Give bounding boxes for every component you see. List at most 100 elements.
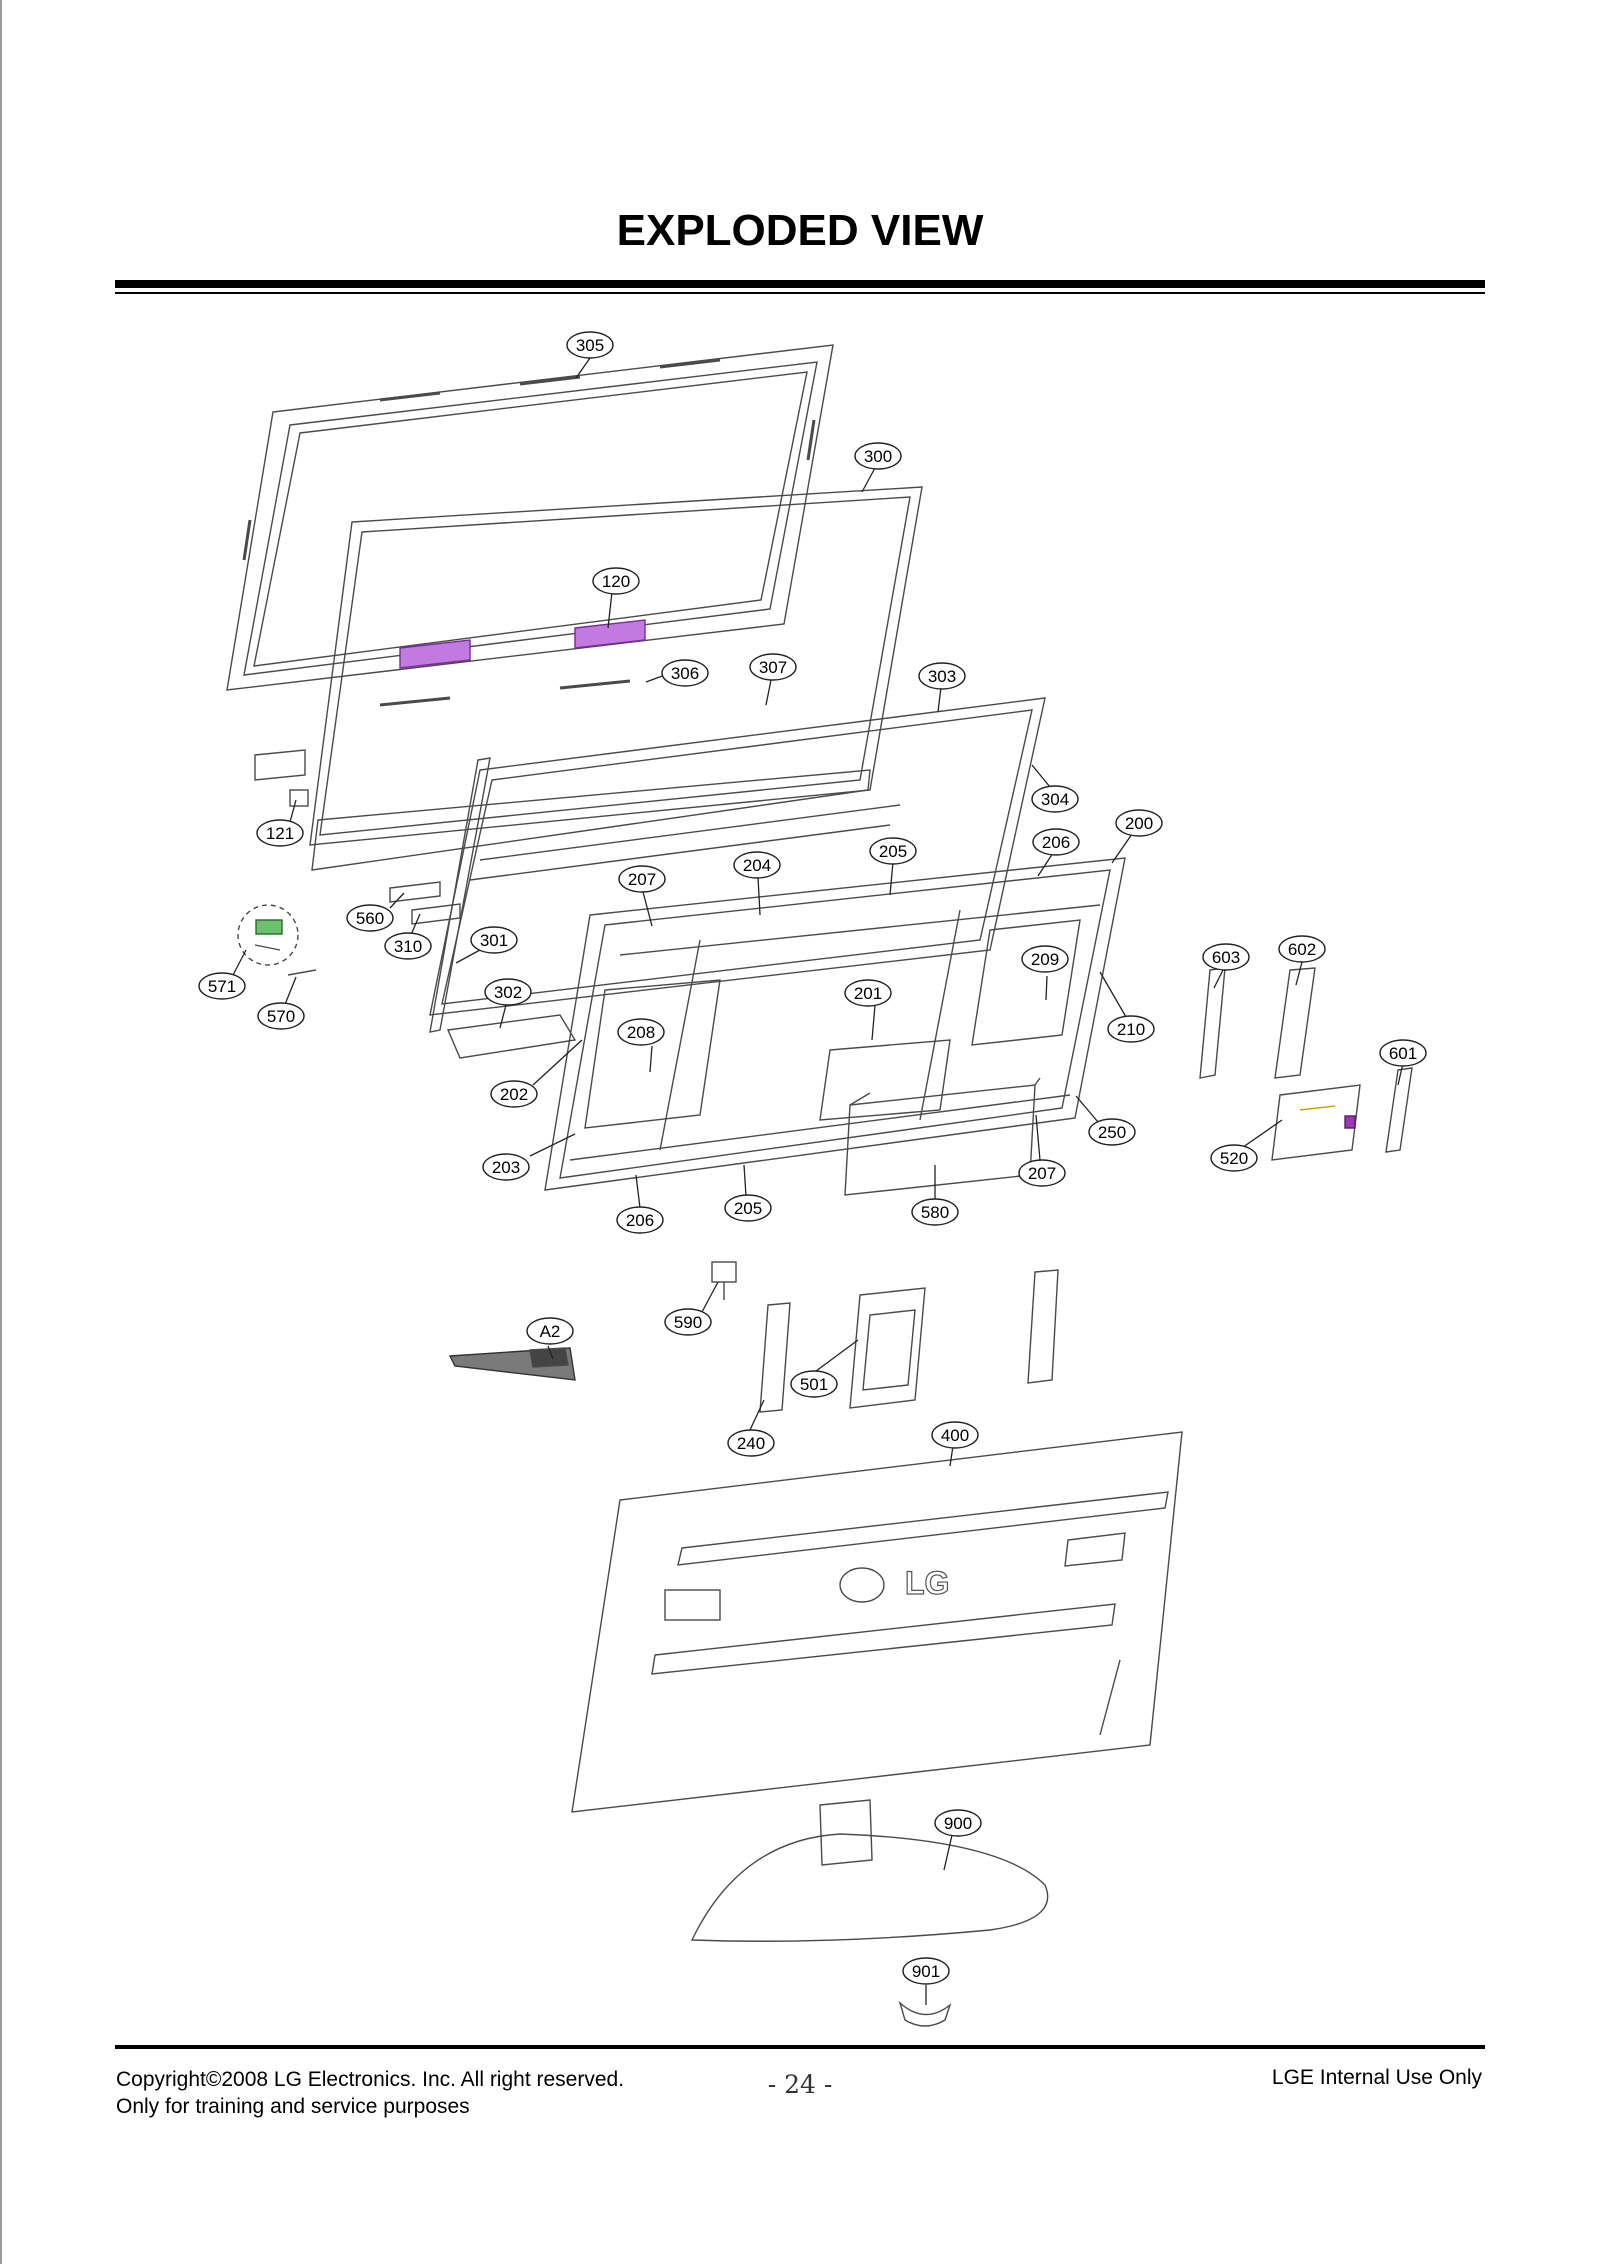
callout-label: 305 [576,336,604,355]
callout-307: 307 [749,653,797,681]
callout-301: 301 [470,926,518,954]
callout-label: 520 [1220,1149,1248,1168]
part-bracket-602 [1274,967,1316,1079]
callout-240: 240 [727,1429,775,1457]
callout-571: 571 [198,972,246,1000]
callout-207b: 207 [1018,1159,1066,1187]
footer-copyright: Copyright©2008 LG Electronics. Inc. All … [116,2068,625,2091]
callout-a2: A2 [526,1317,574,1345]
callout-label: 570 [267,1007,295,1026]
callout-602: 602 [1278,935,1326,963]
callout-601: 601 [1379,1039,1427,1067]
callout-label: 121 [266,824,294,843]
part-speakers [399,619,646,669]
callout-120: 120 [592,567,640,595]
part-screw-570 [287,969,317,976]
part-inner-frame [309,486,923,871]
callout-206: 206 [1032,828,1080,856]
part-clip-571 [237,904,299,966]
callout-label: 203 [492,1158,520,1177]
callout-label: 207 [1028,1164,1056,1183]
page-number: - 24 - [767,2070,833,2099]
part-remote-a2 [448,1347,576,1381]
part-bracket-240 [759,1302,791,1413]
part-cabinet-frame [429,697,1046,1016]
callout-206b: 206 [616,1206,664,1234]
callout-label: 300 [864,447,892,466]
callout-label: 205 [879,842,907,861]
part-bracket-603 [1199,967,1226,1079]
callout-label: 301 [480,931,508,950]
callout-label: 310 [394,937,422,956]
callout-570: 570 [257,1002,305,1030]
callout-label: 580 [921,1203,949,1222]
part-back-cover [571,1431,1183,1813]
callouts: 305 300 120 306 307 303 304 200 206 205 … [198,331,1427,1985]
callout-label: 204 [743,856,771,875]
callout-205b: 205 [724,1194,772,1222]
callout-305: 305 [566,331,614,359]
part-bracket-121 [254,749,309,807]
callout-302: 302 [484,978,532,1006]
back-cover-logo: LG [905,1565,949,1601]
callout-label: 501 [800,1375,828,1394]
callout-label: 240 [737,1434,765,1453]
callout-250: 250 [1088,1118,1136,1146]
callout-label: 120 [602,572,630,591]
callout-202: 202 [490,1080,538,1108]
callout-label: 306 [671,664,699,683]
callout-310: 310 [384,932,432,960]
callout-207: 207 [618,865,666,893]
callout-label: 900 [944,1814,972,1833]
callout-label: 602 [1288,940,1316,959]
callout-label: 571 [208,977,236,996]
callout-label: A2 [540,1322,561,1341]
callout-label: 206 [626,1211,654,1230]
callout-label: 250 [1098,1123,1126,1142]
callout-label: 207 [628,870,656,889]
callout-306: 306 [661,659,709,687]
footer-copyright-block: Copyright©2008 LG Electronics. Inc. All … [116,2066,624,2120]
callout-203: 203 [482,1153,530,1181]
callout-520: 520 [1210,1144,1258,1172]
callout-210: 210 [1107,1015,1155,1043]
callout-205: 205 [869,837,917,865]
callout-400: 400 [931,1421,979,1449]
callout-label: 302 [494,983,522,1002]
callout-900: 900 [934,1809,982,1837]
callout-204: 204 [733,851,781,879]
title-rule-thin [115,292,1485,294]
callout-label: 205 [734,1199,762,1218]
callout-603: 603 [1202,943,1250,971]
part-front-bezel [226,344,834,691]
callout-209: 209 [1021,945,1069,973]
footer-rule [115,2045,1485,2049]
part-bracket-601 [1385,1067,1413,1153]
part-board-520 [1271,1084,1361,1161]
callout-901: 901 [902,1957,950,1985]
callout-label: 303 [928,667,956,686]
callout-label: 590 [674,1313,702,1332]
callout-label: 901 [912,1962,940,1981]
callout-label: 560 [356,909,384,928]
part-main-board [819,1039,1041,1196]
callout-121: 121 [256,819,304,847]
page-edge [0,0,2,2264]
callout-label: 307 [759,658,787,677]
part-901 [898,2000,952,2027]
part-side-frame [429,757,577,1059]
callout-label: 202 [500,1085,528,1104]
callout-label: 601 [1389,1044,1417,1063]
callout-201: 201 [844,979,892,1007]
callout-304: 304 [1031,785,1079,813]
callout-label: 304 [1041,790,1069,809]
callout-300: 300 [854,442,902,470]
leader-lines [231,357,1404,2005]
page-title: EXPLODED VIEW [616,206,984,255]
title-rule-thick [115,280,1485,288]
callout-label: 400 [941,1426,969,1445]
callout-590: 590 [664,1308,712,1336]
part-bracket-501 [849,1287,926,1409]
callout-208: 208 [617,1018,665,1046]
part-stand-base [690,1799,1049,1942]
